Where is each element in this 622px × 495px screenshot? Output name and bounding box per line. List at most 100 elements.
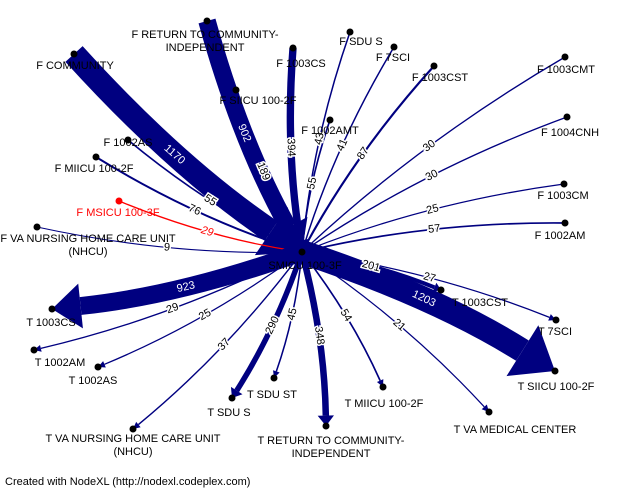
edge-label-t-1002am: 29 [165,301,181,316]
node-dot [70,50,78,58]
edge-label-f-sdu-s: 43 [312,132,326,147]
node-label: F 1002AMT [301,125,359,137]
edge-label-t-miicu: 54 [338,307,355,324]
node-label: F 1003CM [537,190,588,202]
edge-f-1003cs [286,47,304,241]
edge-f-1003cmt [306,56,566,248]
node-label: (NHCU) [68,246,107,258]
node-f-1002as: F 1002AS [104,136,152,149]
edge-label-t-sdu-st: 45 [285,307,299,322]
edge-t-1002as [104,251,303,365]
node-label: T 7SCI [538,326,572,338]
edge-t-1002am [40,251,303,350]
edge-t-1003cs [79,243,306,315]
node-dot [115,197,123,205]
edge-label-f-1003cst: 87 [355,145,372,162]
edge-label-f-va-nhcu: 9 [163,241,170,254]
node-label: F COMMUNITY [36,60,114,72]
node-label: T SDU S [207,407,250,419]
edge-arrowhead-t-return-community [317,415,334,426]
footer-credit: Created with NodeXL (http://nodexl.codep… [5,476,251,488]
edge-t-va-medical [301,251,485,408]
center-node-dot [298,248,306,256]
node-dot [124,136,132,144]
node-label: F 1003CS [276,58,326,70]
node-t-1003cst: T 1003CST [437,286,508,309]
node-f-7sci: F 7SCI [376,43,410,64]
node-t-1002as: T 1002AS [69,363,117,387]
node-dot [326,116,334,124]
node-f-msicu: F MSICU 100-3F [76,197,160,219]
node-dot [561,53,569,61]
node-t-va-nhcu: T VA NURSING HOME CARE UNIT(NHCU) [45,425,221,458]
edge-label-t-7sci: 27 [422,270,437,285]
edge-label-t-return-community: 348 [312,326,326,346]
node-label: F MSICU 100-3F [76,207,159,219]
node-label: T 1003CS [26,317,75,329]
edge-label-t-1003cs: 923 [176,279,197,295]
edge-f-1004cnh [307,116,568,249]
edge-arrowhead-t-1003cs [52,283,83,329]
edge-t-sdu-st [275,251,303,372]
edge-f-1002am [308,222,566,252]
node-t-return-community: T RETURN TO COMMUNITY-INDEPENDENT [258,422,405,460]
node-dot [203,17,211,25]
edge-f-1003cm [308,183,565,251]
node-dot [322,422,330,430]
node-label: F 1003CMT [537,64,595,76]
edge-f-siicu [234,89,301,247]
node-t-7sci: T 7SCI [538,316,572,338]
edge-arrowhead-t-siicu [506,325,555,377]
edge-f-sdu-s [301,31,351,246]
node-f-return-community: F RETURN TO COMMUNITY-INDEPENDENT [131,17,279,54]
node-dot [129,425,137,433]
node-label: (NHCU) [113,446,152,458]
node-dot [30,346,38,354]
edge-label-t-va-medical: 21 [391,317,408,334]
node-label: T 1003CST [452,297,508,309]
node-label: T SDU ST [247,389,297,401]
edge-f-va-nhcu [36,226,296,254]
node-dot [390,43,398,51]
node-f-1002amt: F 1002AMT [301,116,359,137]
node-f-1002am: F 1002AM [535,219,585,242]
node-dot [92,153,100,161]
edges-layer [34,18,568,429]
node-f-sdu-s: F SDU S [339,28,383,48]
node-dot [379,383,387,391]
node-dot [437,286,445,294]
node-dot [228,394,236,402]
edge-t-sdu-s [234,251,305,393]
edge-label-f-1002amt: 55 [305,176,319,190]
node-label: F MIICU 100-2F [55,163,134,175]
node-dot [346,28,354,36]
edge-label-t-1002as: 25 [197,307,214,323]
edge-label-f-7sci: 41 [334,137,350,153]
node-dot [270,374,278,382]
node-dot [289,44,297,52]
node-label: T SIICU 100-2F [518,381,595,393]
center-node-label: SMICU 100-3F [268,260,342,272]
edge-f-7sci [303,46,395,246]
node-t-miicu: T MIICU 100-2F [345,383,424,410]
node-dot [94,363,102,371]
node-f-1004cnh: F 1004CNH [541,113,599,139]
node-label: T VA NURSING HOME CARE UNIT [45,433,220,445]
edge-label-f-1003cmt: 30 [421,138,438,155]
node-dot [551,367,559,375]
node-label: F SDU S [339,36,382,48]
node-t-sdu-st: T SDU ST [247,374,297,401]
node-dot [48,305,56,313]
node-label: INDEPENDENT [292,448,371,460]
node-label: F 1003CST [412,72,469,84]
node-label: T VA MEDICAL CENTER [454,424,577,436]
edge-t-miicu [301,251,381,381]
edge-f-msicu [118,200,296,252]
edge-f-1003cst [304,65,435,247]
center-node: SMICU 100-3F [268,248,342,272]
node-t-va-medical: T VA MEDICAL CENTER [454,408,577,436]
node-label: F VA NURSING HOME CARE UNIT [0,233,175,245]
node-dot [430,62,438,70]
node-t-sdu-s: T SDU S [207,394,251,419]
